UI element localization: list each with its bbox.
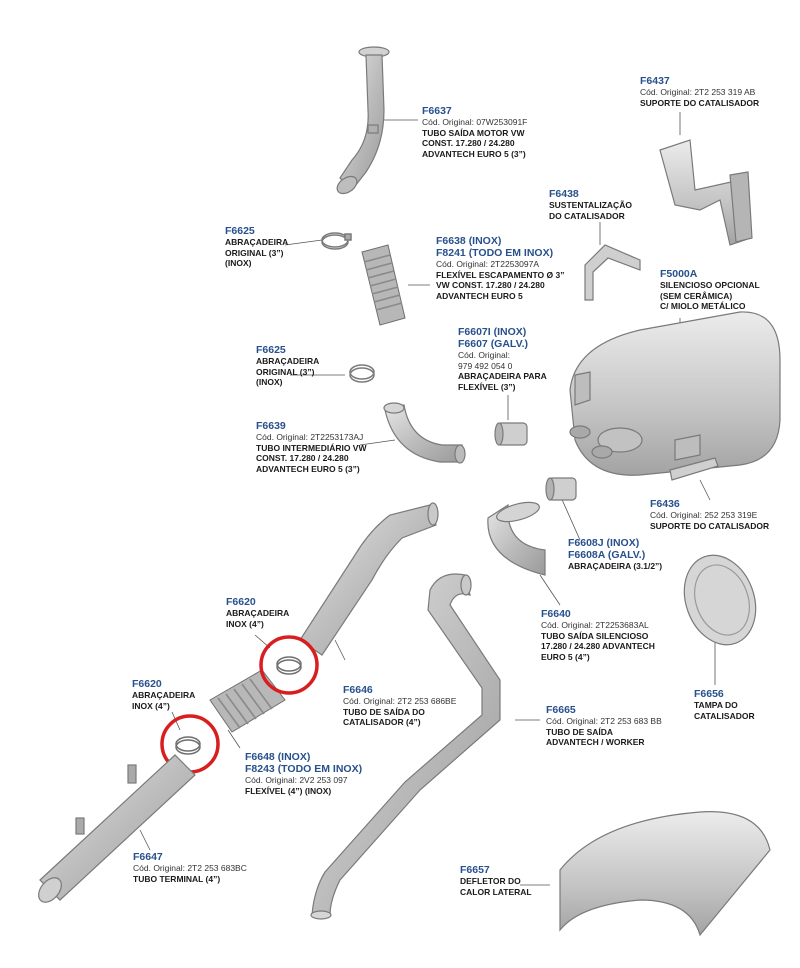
catalyst-support-bracket — [659, 139, 753, 246]
part-description: TUBO DE SAÍDA DO CATALISADOR (4”) — [343, 706, 425, 728]
label-f6648: F6648 (INOX) F8243 (TODO EM INOX) Cód. O… — [245, 751, 362, 796]
original-code: Cód. Original: 2T2253173AJ — [256, 432, 364, 442]
part-description: DEFLETOR DO CALOR LATERAL — [460, 876, 532, 897]
part-code: F6646 — [343, 684, 373, 696]
part-description: TUBO SAÍDA MOTOR VW CONST. 17.280 / 24.2… — [422, 127, 526, 159]
part-code: F5000A — [660, 268, 698, 280]
original-code: Cód. Original: 2T2253097A — [436, 259, 540, 269]
label-f6607: F6607I (INOX) F6607 (GALV.) Cód. Origina… — [458, 326, 547, 392]
part-description: SUPORTE DO CATALISADOR — [650, 520, 770, 531]
part-description: FLEXÍVEL (4”) (INOX) — [245, 785, 332, 796]
muffler-outlet-pipe — [487, 501, 546, 576]
part-description: TUBO TERMINAL (4”) — [133, 873, 221, 884]
label-f6665: F6665 Cód. Original: 2T2 253 683 BB TUBO… — [546, 704, 662, 748]
label-f6637: F6637 Cód. Original: 07W253091F TUBO SAÍ… — [422, 105, 527, 159]
original-code: Cód. Original: 07W253091F — [422, 117, 528, 127]
label-f6436: F6436 Cód. Original: 252 253 319E SUPORT… — [650, 498, 769, 531]
part-code: F6640 — [541, 608, 571, 620]
label-f6647: F6647 Cód. Original: 2T2 253 683BC TUBO … — [133, 851, 247, 884]
original-code: Cód. Original: 2T2 253 686BE — [343, 696, 457, 706]
part-code: F6648 (INOX) F8243 (TODO EM INOX) — [245, 751, 363, 775]
part-code: F6657 — [460, 864, 490, 876]
long-outlet-pipe — [310, 573, 501, 920]
clamp-3in-upper — [321, 232, 352, 250]
part-description: FLEXÍVEL ESCAPAMENTO Ø 3” VW CONST. 17.2… — [436, 269, 565, 301]
part-code: F6620 — [132, 678, 162, 690]
part-code: F6437 — [640, 75, 670, 87]
catalyst-support-plate — [669, 457, 719, 481]
original-code: Cód. Original: 2T2 253 319 AB — [640, 87, 756, 97]
part-code: F6656 — [694, 688, 724, 700]
tail-pipe — [38, 754, 196, 903]
label-f6646: F6646 Cód. Original: 2T2 253 686BE TUBO … — [343, 684, 456, 728]
label-f6625-upper: F6625 ABRAÇADEIRA ORIGINAL (3”) (INOX) — [225, 225, 288, 269]
part-description: SILENCIOSO OPCIONAL (SEM CERÂMICA) C/ MI… — [660, 280, 760, 311]
part-code: F6647 — [133, 851, 163, 863]
clamp-4in-upper — [276, 656, 302, 675]
flex-clamp-3in — [494, 422, 528, 446]
label-f6438: F6438 SUSTENTALIZAÇÃO DO CATALISADOR — [549, 188, 632, 221]
part-code: F6625 — [225, 225, 255, 237]
part-code: F6639 — [256, 420, 286, 432]
original-code: Cód. Original: 979 492 054 0 — [458, 350, 513, 371]
label-f6638: F6638 (INOX) F8241 (TODO EM INOX) Cód. O… — [436, 235, 564, 301]
original-code: Cód. Original: 252 253 319E — [650, 510, 758, 520]
part-code: F6625 — [256, 344, 286, 356]
flex-pipe-3in — [361, 244, 406, 326]
part-description: TUBO INTERMEDIÁRIO VW CONST. 17.280 / 24… — [256, 442, 367, 474]
label-f6437: F6437 Cód. Original: 2T2 253 319 AB SUPO… — [640, 75, 759, 108]
part-description: ABRAÇADEIRA ORIGINAL (3”) (INOX) — [256, 356, 320, 387]
label-f6625-lower: F6625 ABRAÇADEIRA ORIGINAL (3”) (INOX) — [256, 344, 319, 388]
part-code: F6607I (INOX) F6607 (GALV.) — [458, 326, 529, 350]
part-code: F6438 — [549, 188, 579, 200]
label-f6639: F6639 Cód. Original: 2T2253173AJ TUBO IN… — [256, 420, 367, 474]
engine-outlet-pipe — [336, 46, 390, 195]
part-description: SUPORTE DO CATALISADOR — [640, 97, 760, 108]
part-description: ABRAÇADEIRA ORIGINAL (3”) (INOX) — [225, 237, 289, 268]
part-description: TUBO SAÍDA SILENCIOSO 17.280 / 24.280 AD… — [541, 630, 655, 662]
catalyst-cap — [683, 554, 757, 646]
flex-pipe-4in — [209, 669, 286, 733]
part-description: SUSTENTALIZAÇÃO DO CATALISADOR — [549, 200, 632, 221]
part-description: ABRAÇADEIRA (3.1/2”) — [568, 561, 663, 571]
part-code: F6620 — [226, 596, 256, 608]
original-code: Cód. Original: 2T2 253 683 BB — [546, 716, 662, 726]
clamp-3in-lower — [349, 364, 375, 383]
part-code: F6637 — [422, 105, 452, 117]
label-f6620-upper: F6620 ABRAÇADEIRA INOX (4”) — [226, 596, 289, 629]
part-description: ABRAÇADEIRA INOX (4”) — [226, 608, 290, 629]
label-f6656: F6656 TAMPA DO CATALISADOR — [694, 688, 755, 721]
catalyst-support-strap — [584, 244, 641, 301]
part-code: F6638 (INOX) F8241 (TODO EM INOX) — [436, 235, 554, 259]
part-code: F6665 — [546, 704, 576, 716]
label-f6640: F6640 Cód. Original: 2T2253683AL TUBO SA… — [541, 608, 655, 662]
part-code: F6608J (INOX) F6608A (GALV.) — [568, 537, 646, 561]
muffler — [569, 311, 781, 476]
clamp-3-5in — [545, 477, 577, 501]
part-description: ABRAÇADEIRA PARA FLEXÍVEL (3”) — [458, 371, 547, 392]
part-description: TUBO DE SAÍDA ADVANTECH / WORKER — [546, 726, 645, 748]
label-f5000a: F5000A SILENCIOSO OPCIONAL (SEM CERÂMICA… — [660, 268, 760, 312]
part-description: TAMPA DO CATALISADOR — [694, 700, 755, 721]
label-f6608: F6608J (INOX) F6608A (GALV.) ABRAÇADEIRA… — [568, 537, 662, 572]
original-code: Cód. Original: 2V2 253 097 — [245, 775, 348, 785]
label-f6657: F6657 DEFLETOR DO CALOR LATERAL — [460, 864, 532, 897]
intermediate-pipe — [383, 402, 466, 464]
original-code: Cód. Original: 2T2 253 683BC — [133, 863, 247, 873]
clamp-4in-lower — [175, 736, 201, 755]
label-f6620-lower: F6620 ABRAÇADEIRA INOX (4”) — [132, 678, 195, 711]
part-description: ABRAÇADEIRA INOX (4”) — [132, 690, 196, 711]
original-code: Cód. Original: 2T2253683AL — [541, 620, 649, 630]
part-code: F6436 — [650, 498, 680, 510]
highlight-circle-upper — [259, 635, 319, 695]
heat-deflector — [559, 811, 771, 937]
catalyst-outlet-pipe — [299, 502, 439, 656]
